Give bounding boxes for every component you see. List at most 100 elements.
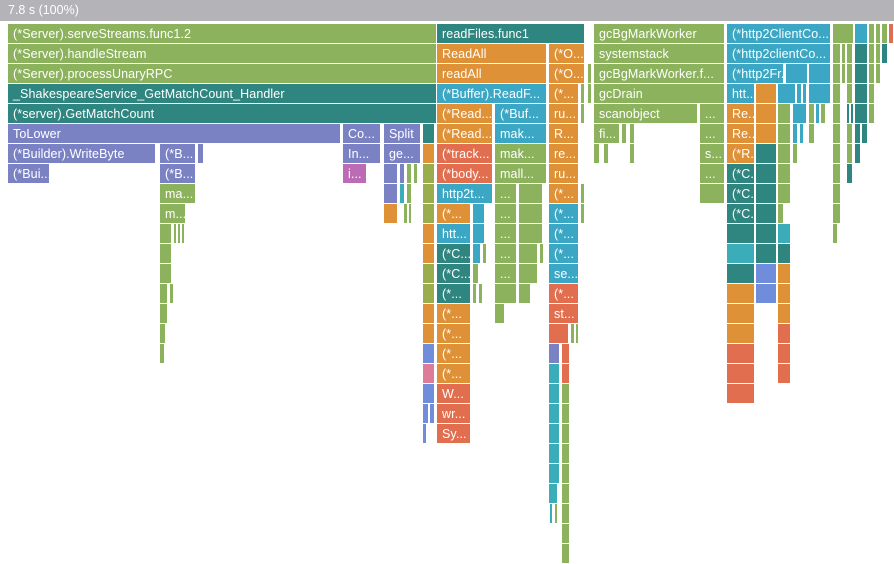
flame-frame-unlabeled[interactable] xyxy=(847,64,853,84)
flame-frame-unlabeled[interactable] xyxy=(423,164,435,184)
flame-frame-unlabeled[interactable] xyxy=(604,144,609,164)
flame-frame-unlabeled[interactable] xyxy=(833,204,841,224)
flame-frame-unlabeled[interactable] xyxy=(483,244,487,264)
flame-frame[interactable]: ge... xyxy=(384,144,421,164)
flame-frame-unlabeled[interactable] xyxy=(756,204,777,224)
flame-frame-unlabeled[interactable] xyxy=(540,244,544,264)
flame-frame[interactable]: s... xyxy=(700,144,725,164)
flame-frame-unlabeled[interactable] xyxy=(816,104,820,124)
flame-frame[interactable]: (*C... xyxy=(727,164,755,184)
flame-frame[interactable]: Re... xyxy=(727,104,755,124)
flame-frame-unlabeled[interactable] xyxy=(400,184,405,204)
flame-frame-unlabeled[interactable] xyxy=(778,124,791,144)
flame-frame-unlabeled[interactable] xyxy=(178,224,181,244)
flame-frame-unlabeled[interactable] xyxy=(562,364,570,384)
flame-frame-unlabeled[interactable] xyxy=(847,84,853,104)
flame-frame-unlabeled[interactable] xyxy=(562,524,570,544)
flame-frame[interactable]: Co... xyxy=(343,124,381,144)
flame-frame[interactable]: (*track... xyxy=(437,144,493,164)
flame-frame-unlabeled[interactable] xyxy=(423,384,435,404)
flame-frame-unlabeled[interactable] xyxy=(833,144,841,164)
flame-frame-unlabeled[interactable] xyxy=(809,104,815,124)
flame-frame-unlabeled[interactable] xyxy=(581,104,585,124)
flame-frame-unlabeled[interactable] xyxy=(847,104,850,124)
flame-frame-unlabeled[interactable] xyxy=(160,224,172,244)
flame-frame-unlabeled[interactable] xyxy=(847,44,853,64)
flame-frame-unlabeled[interactable] xyxy=(555,504,558,524)
flame-frame[interactable]: fi... xyxy=(594,124,620,144)
flame-frame-unlabeled[interactable] xyxy=(423,184,435,204)
flame-frame-unlabeled[interactable] xyxy=(778,84,796,104)
flame-frame-unlabeled[interactable] xyxy=(809,124,815,144)
flame-frame-unlabeled[interactable] xyxy=(562,384,570,404)
flame-frame-unlabeled[interactable] xyxy=(423,204,435,224)
flame-frame[interactable]: (*... xyxy=(437,304,471,324)
flame-frame[interactable]: (*Read... xyxy=(437,124,493,144)
flame-frame-unlabeled[interactable] xyxy=(786,64,808,84)
flame-frame-unlabeled[interactable] xyxy=(727,324,755,344)
flame-frame-unlabeled[interactable] xyxy=(803,84,807,104)
flame-frame-unlabeled[interactable] xyxy=(778,324,791,344)
flame-frame[interactable]: (*Server).handleStream xyxy=(8,44,437,64)
flame-frame-unlabeled[interactable] xyxy=(756,264,777,284)
flame-frame[interactable]: m... xyxy=(160,204,186,224)
flame-frame[interactable]: wr... xyxy=(437,404,471,424)
flame-frame[interactable]: (*C... xyxy=(437,244,471,264)
flame-frame[interactable]: ... xyxy=(495,224,517,244)
flame-frame-unlabeled[interactable] xyxy=(855,124,861,144)
flame-frame[interactable]: In... xyxy=(343,144,381,164)
flame-frame[interactable]: (*R... xyxy=(727,144,755,164)
flame-frame-unlabeled[interactable] xyxy=(756,224,777,244)
flame-frame[interactable]: (*http2ClientCo... xyxy=(727,24,831,44)
flame-frame-unlabeled[interactable] xyxy=(727,304,755,324)
flame-frame-unlabeled[interactable] xyxy=(778,104,791,124)
flame-frame-unlabeled[interactable] xyxy=(869,44,875,64)
flame-frame-unlabeled[interactable] xyxy=(756,164,777,184)
flame-frame-unlabeled[interactable] xyxy=(727,384,755,404)
flame-frame-unlabeled[interactable] xyxy=(473,204,485,224)
flame-frame-unlabeled[interactable] xyxy=(423,344,435,364)
flame-frame[interactable]: (*Bui... xyxy=(8,164,50,184)
flame-frame-unlabeled[interactable] xyxy=(479,284,483,304)
flame-frame-unlabeled[interactable] xyxy=(778,144,791,164)
flame-frame[interactable]: scanobject xyxy=(594,104,698,124)
flame-frame-unlabeled[interactable] xyxy=(519,184,543,204)
flame-frame-unlabeled[interactable] xyxy=(855,44,868,64)
flame-frame[interactable]: (*C... xyxy=(727,204,755,224)
flame-frame-unlabeled[interactable] xyxy=(423,144,435,164)
flame-frame-unlabeled[interactable] xyxy=(847,124,853,144)
flame-frame-unlabeled[interactable] xyxy=(622,124,627,144)
flame-frame-unlabeled[interactable] xyxy=(778,244,791,264)
flame-frame-unlabeled[interactable] xyxy=(727,244,755,264)
flame-frame-unlabeled[interactable] xyxy=(756,244,777,264)
flame-frame-unlabeled[interactable] xyxy=(549,364,560,384)
flame-frame-unlabeled[interactable] xyxy=(833,164,841,184)
flame-frame-unlabeled[interactable] xyxy=(519,244,538,264)
flame-frame-unlabeled[interactable] xyxy=(630,144,635,164)
flame-frame[interactable]: (*... xyxy=(549,184,579,204)
flame-frame[interactable]: mall... xyxy=(495,164,547,184)
flame-frame[interactable]: re... xyxy=(549,144,579,164)
flame-frame-unlabeled[interactable] xyxy=(423,244,435,264)
flame-frame-unlabeled[interactable] xyxy=(833,24,854,44)
flame-frame-unlabeled[interactable] xyxy=(882,24,888,44)
flame-frame-unlabeled[interactable] xyxy=(519,264,538,284)
flame-frame-unlabeled[interactable] xyxy=(495,284,517,304)
flame-frame[interactable]: ... xyxy=(700,104,725,124)
flame-frame-unlabeled[interactable] xyxy=(778,264,791,284)
flame-frame-unlabeled[interactable] xyxy=(756,284,777,304)
flame-frame[interactable]: (*server).GetMatchCount xyxy=(8,104,437,124)
flame-frame-unlabeled[interactable] xyxy=(588,64,592,84)
flame-frame-unlabeled[interactable] xyxy=(170,284,174,304)
flame-frame-unlabeled[interactable] xyxy=(833,84,841,104)
flame-frame[interactable]: htt... xyxy=(437,224,471,244)
flame-frame[interactable]: (*body... xyxy=(437,164,493,184)
flame-frame-unlabeled[interactable] xyxy=(549,384,560,404)
flame-frame[interactable]: st... xyxy=(549,304,579,324)
flame-frame-unlabeled[interactable] xyxy=(384,184,398,204)
flame-frame[interactable]: (*C... xyxy=(727,184,755,204)
flame-frame-unlabeled[interactable] xyxy=(855,84,868,104)
flame-frame-unlabeled[interactable] xyxy=(549,424,560,444)
flame-frame[interactable]: gcDrain xyxy=(594,84,725,104)
flame-frame-unlabeled[interactable] xyxy=(576,324,579,344)
